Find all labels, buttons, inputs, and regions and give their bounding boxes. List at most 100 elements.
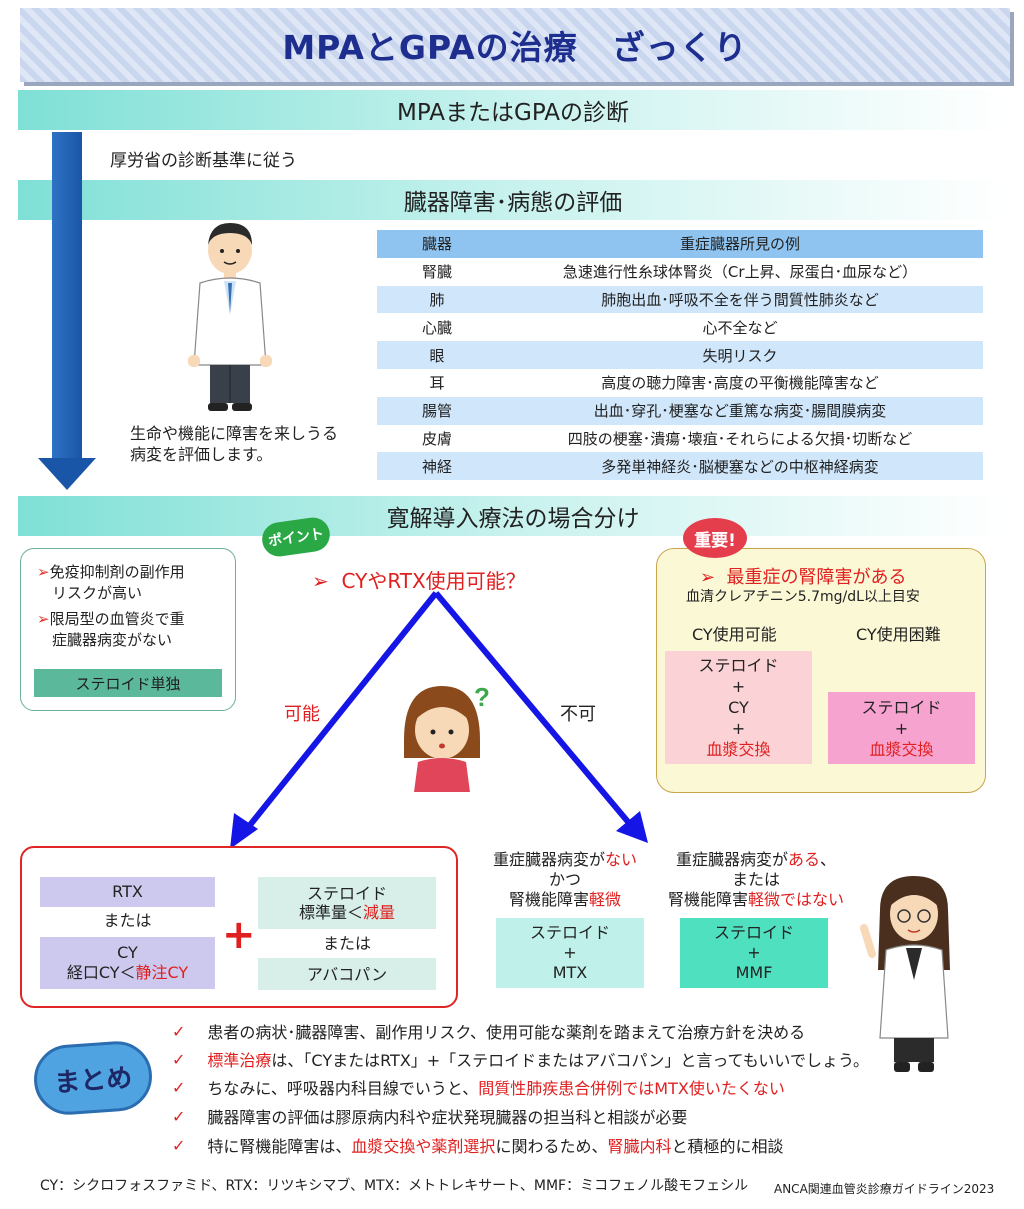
regimen-line: 血漿交換 bbox=[869, 739, 934, 759]
branch-no-label: 不可 bbox=[560, 704, 596, 725]
condition-text: 重症臓器病変が bbox=[492, 850, 605, 869]
condition-text: または bbox=[731, 870, 780, 889]
regimen-line: CY bbox=[728, 698, 749, 717]
table-cell-finding: 急速進行性糸球体腎炎（Cr上昇、尿蛋白･血尿など） bbox=[497, 257, 983, 286]
section-induction: 寛解導入療法の場合分け bbox=[18, 496, 1008, 536]
important-badge: 重要! bbox=[683, 518, 747, 558]
table-cell-organ: 皮膚 bbox=[377, 424, 497, 453]
section-evaluation-title: 臓器障害･病態の評価 bbox=[403, 190, 623, 216]
table-cell-finding: 肺胞出血･呼吸不全を伴う間質性肺炎など bbox=[497, 285, 983, 314]
table-cell-organ: 腸管 bbox=[377, 396, 497, 425]
condition-text: 重症臓器病変が bbox=[675, 850, 788, 869]
steroid-standard-label: 標準量＜ bbox=[298, 903, 363, 922]
regimen-line: MMF bbox=[735, 963, 773, 982]
check-icon: ✓ bbox=[172, 1106, 186, 1126]
section-diagnosis-title: MPAまたはGPAの診断 bbox=[397, 100, 629, 126]
table-cell-finding: 四肢の梗塞･潰瘍･壊疽･それらによる欠損･切断など bbox=[497, 424, 983, 453]
cy-box: CY 経口CY＜静注CY bbox=[40, 937, 215, 989]
thinking-person-illustration: ? bbox=[404, 682, 490, 792]
question-text: ➢ CYやRTX使用可能？ bbox=[312, 565, 526, 594]
regimen-line: + bbox=[731, 677, 746, 696]
check-icon: ✓ bbox=[172, 1021, 186, 1041]
condition-text: 軽微ではない bbox=[748, 890, 845, 909]
section-induction-title: 寛解導入療法の場合分け bbox=[386, 506, 640, 532]
bullet-arrow-icon: ➢ bbox=[37, 610, 50, 628]
condition-text: ない bbox=[605, 850, 638, 869]
important-heading-text: 最重症の腎障害がある bbox=[726, 567, 907, 588]
rtx-label: RTX bbox=[40, 877, 215, 907]
steroid-only-bullet-1: ➢免疫抑制剤の副作用 リスクが高い bbox=[37, 562, 185, 604]
cy-difficult-label: CY使用困難 bbox=[856, 625, 941, 644]
condition-text: 、 bbox=[820, 850, 837, 869]
summary-text: 間質性肺疾患合併例ではMTX使いたくない bbox=[478, 1079, 785, 1098]
table-row: 心臓心不全など bbox=[377, 313, 983, 342]
summary-text: は、「CYまたはRTX」+「ステロイドまたはアバコパン」と言ってもいいでしょう。 bbox=[271, 1051, 869, 1070]
table-header-cell: 臓器 bbox=[377, 230, 497, 258]
check-icon: ✓ bbox=[172, 1049, 186, 1069]
title-banner: MPAとGPAの治療 ざっくり bbox=[20, 8, 1010, 82]
steroid-label: ステロイド bbox=[306, 884, 387, 903]
male-doctor-illustration bbox=[188, 223, 272, 411]
table-row: 耳高度の聴力障害･高度の平衡機能障害など bbox=[377, 368, 983, 397]
table-header-cell: 重症臓器所見の例 bbox=[497, 230, 983, 258]
cy-difficult-regimen: ステロイド + 血漿交換 bbox=[828, 692, 975, 764]
branch-arrows bbox=[230, 591, 648, 849]
plus-sign: + bbox=[222, 912, 256, 958]
summary-text: と積極的に相談 bbox=[671, 1137, 784, 1156]
check-icon: ✓ bbox=[172, 1135, 186, 1155]
cy-possible-regimen: ステロイド + CY + 血漿交換 bbox=[665, 651, 812, 764]
summary-item-3: ✓ちなみに、呼吸器内科目線でいうと、間質性肺疾患合併例ではMTX使いたくない bbox=[172, 1075, 892, 1099]
diagnosis-note: 厚労省の診断基準に従う bbox=[110, 151, 297, 171]
bullet-text: 限局型の血管炎で重 bbox=[49, 610, 185, 628]
regimen-line: + bbox=[747, 943, 761, 962]
steroid-reduced-label: 減量 bbox=[363, 903, 396, 922]
bullet-arrow-icon: ➢ bbox=[700, 567, 716, 588]
condition-severe: 重症臓器病変がある、 または 腎機能障害軽微ではない bbox=[654, 850, 858, 910]
important-heading: ➢ 最重症の腎障害がある bbox=[700, 563, 907, 589]
table-cell-organ: 肺 bbox=[377, 285, 497, 314]
female-doctor-illustration bbox=[860, 876, 950, 1072]
steroid-box: ステロイド 標準量＜減量 bbox=[258, 877, 436, 929]
table-cell-finding: 失明リスク bbox=[497, 341, 983, 369]
condition-text: 軽微 bbox=[589, 890, 622, 909]
abbreviation-footnote: CY：シクロフォスファミド、RTX：リツキシマブ、MTX：メトトレキサート、MM… bbox=[40, 1178, 749, 1194]
summary-text: 患者の病状･臓器障害、副作用リスク、使用可能な薬剤を踏まえて治療方針を決める bbox=[207, 1023, 806, 1042]
check-icon: ✓ bbox=[172, 1077, 186, 1097]
cy-oral-label: 経口CY＜ bbox=[66, 963, 136, 982]
question-mark-icon: ? bbox=[474, 682, 490, 712]
table-row: 眼失明リスク bbox=[377, 341, 983, 369]
organ-findings-table: 臓器 重症臓器所見の例 腎臓急速進行性糸球体腎炎（Cr上昇、尿蛋白･血尿など） … bbox=[377, 230, 983, 481]
bullet-text: 免疫抑制剤の副作用 bbox=[49, 563, 185, 581]
condition-text: 腎機能障害 bbox=[667, 890, 748, 909]
evaluation-note-line1: 生命や機能に障害を来しうる bbox=[130, 424, 339, 443]
summary-text: 標準治療 bbox=[207, 1051, 272, 1070]
summary-text: 臓器障害の評価は膠原病内科や症状発現臓器の担当科と相談が必要 bbox=[207, 1108, 688, 1127]
table-cell-organ: 耳 bbox=[377, 368, 497, 397]
condition-text: ある bbox=[787, 850, 820, 869]
table-row: 肺肺胞出血･呼吸不全を伴う間質性肺炎など bbox=[377, 285, 983, 314]
summary-text: に関わるため、 bbox=[495, 1137, 608, 1156]
branch-yes-label: 可能 bbox=[284, 704, 320, 725]
important-subtext: 血清クレアチニン5.7mg/dL以上目安 bbox=[686, 589, 920, 605]
bullet-text: 症臓器病変がない bbox=[52, 631, 173, 649]
regimen-line: 血漿交換 bbox=[706, 740, 771, 759]
table-cell-finding: 出血･穿孔･梗塞など重篤な病変･腸間膜病変 bbox=[497, 396, 983, 425]
table-cell-finding: 高度の聴力障害･高度の平衡機能障害など bbox=[497, 368, 983, 397]
condition-text: 腎機能障害 bbox=[508, 890, 589, 909]
steroid-only-bullet-2: ➢限局型の血管炎で重 症臓器病変がない bbox=[37, 609, 185, 651]
table-row: 腸管出血･穿孔･梗塞など重篤な病変･腸間膜病変 bbox=[377, 396, 983, 425]
summary-badge: まとめ bbox=[31, 1038, 155, 1118]
cy-possible-label: CY使用可能 bbox=[692, 625, 777, 644]
regimen-line: + bbox=[894, 718, 909, 738]
regimen-line: MTX bbox=[552, 963, 588, 982]
table-header-row: 臓器 重症臓器所見の例 bbox=[377, 230, 983, 258]
table-row: 神経多発単神経炎･脳梗塞などの中枢神経病変 bbox=[377, 452, 983, 481]
summary-item-5: ✓特に腎機能障害は、血漿交換や薬剤選択に関わるため、腎臓内科と積極的に相談 bbox=[172, 1133, 892, 1157]
avacopan-box: アバコパン bbox=[258, 958, 436, 990]
table-cell-finding: 多発単神経炎･脳梗塞などの中枢神経病変 bbox=[497, 452, 983, 481]
regimen-line: ステロイド bbox=[529, 923, 610, 942]
table-cell-finding: 心不全など bbox=[497, 313, 983, 342]
summary-text: 血漿交換や薬剤選択 bbox=[351, 1137, 496, 1156]
regimen-line: ステロイド bbox=[698, 656, 779, 675]
cy-iv-label: 静注CY bbox=[135, 963, 189, 982]
